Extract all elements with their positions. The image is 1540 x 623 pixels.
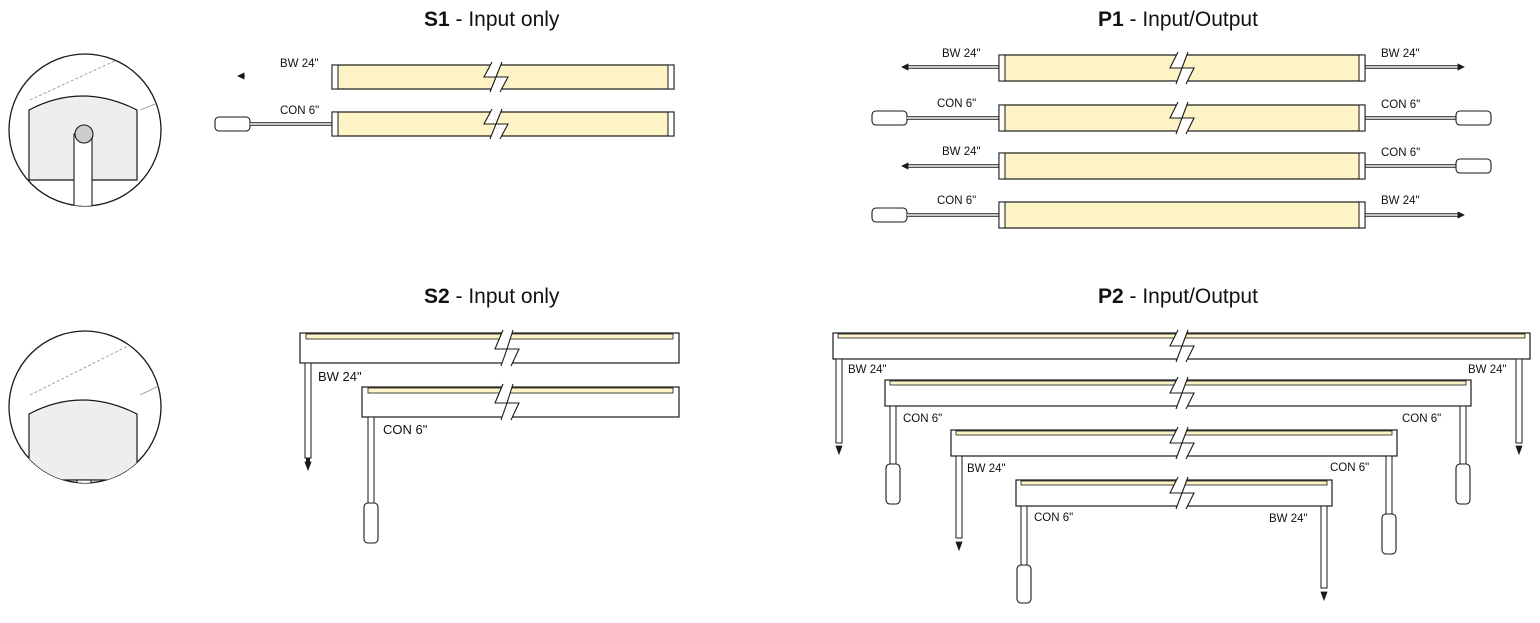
section-title-p2: P2 - Input/Output (1098, 285, 1258, 308)
s1-con-label: CON 6" (280, 105, 319, 117)
p1-r3-in-label: BW 24" (942, 146, 981, 158)
p2-r2-out-label: CON 6" (1402, 413, 1441, 425)
p1-r1-out-label: BW 24" (1381, 48, 1420, 60)
p1-variant-bw-bw: BW 24" BW 24" (901, 48, 1465, 85)
s2-bw-label: BW 24" (318, 369, 362, 384)
section-title-p1: P1 - Input/Output (1098, 8, 1258, 31)
p1-r4-out-label: BW 24" (1381, 195, 1420, 207)
s2-variant-con: CON 6" (361, 383, 680, 544)
section-title-s1: S1 - Input only (424, 8, 560, 31)
p2-r3-in-label: BW 24" (967, 463, 1006, 475)
p1-r2-out-label: CON 6" (1381, 99, 1420, 111)
p1-variant-con-bw: CON 6" BW 24" (871, 195, 1465, 229)
section-title-s2: S2 - Input only (424, 285, 560, 308)
detail-circle-side-exit (8, 53, 162, 207)
p2-variant-bw-con: BW 24" CON 6" (950, 426, 1398, 555)
s1-variant-bw: BW 24" (237, 58, 675, 93)
p2-r4-out-label: BW 24" (1269, 513, 1308, 525)
p2-variant-con-bw: CON 6" BW 24" (1015, 476, 1333, 604)
p1-variant-con-con: CON 6" CON 6" (871, 98, 1492, 135)
p1-r1-in-label: BW 24" (942, 48, 981, 60)
p2-r2-in-label: CON 6" (903, 413, 942, 425)
p1-r2-in-label: CON 6" (937, 98, 976, 110)
s2-variant-bw: BW 24" (299, 329, 680, 472)
s1-bw-label: BW 24" (280, 58, 319, 70)
detail-circle-bottom-exit (8, 330, 162, 484)
p1-r4-in-label: CON 6" (937, 195, 976, 207)
s1-variant-con: CON 6" (214, 105, 675, 140)
p2-r1-in-label: BW 24" (848, 364, 887, 376)
p1-r3-out-label: CON 6" (1381, 147, 1420, 159)
p2-variant-con-con: CON 6" CON 6" (884, 376, 1472, 505)
p2-r3-out-label: CON 6" (1330, 462, 1369, 474)
p1-variant-bw-con: BW 24" CON 6" (901, 146, 1492, 180)
s2-con-label: CON 6" (383, 422, 428, 437)
p2-r4-in-label: CON 6" (1034, 512, 1073, 524)
p2-r1-out-label: BW 24" (1468, 364, 1507, 376)
p2-variant-bw-bw: BW 24" BW 24" (832, 329, 1531, 456)
